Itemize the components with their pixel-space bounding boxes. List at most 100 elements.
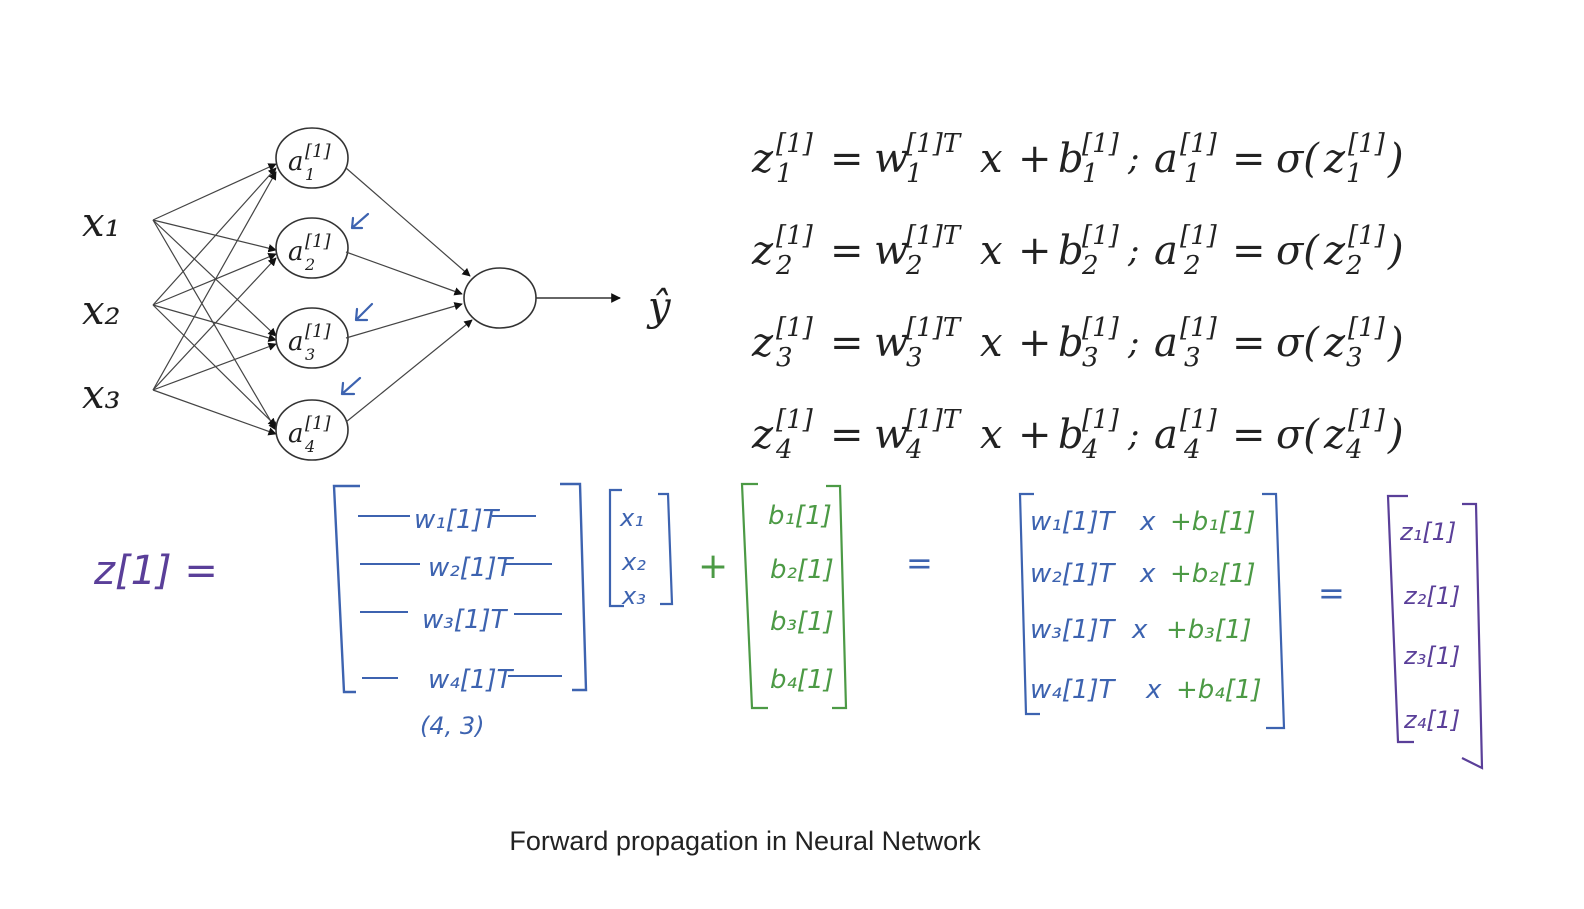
result-row-2-b: +b₂[1] [1170,559,1256,589]
eq-a-sub: 4 [1183,435,1201,465]
weight-matrix-brackets [332,482,588,694]
eq-sigma: σ( [1276,136,1320,182]
eq-z2-sup: [1] [1348,129,1386,159]
figure-caption: Forward propagation in Neural Network [509,826,981,856]
input-hidden-edges [152,163,277,436]
result-row-4-x: x [1145,675,1162,705]
eq-w-sub: 2 [905,251,923,281]
eq-sigma: σ( [1276,320,1320,366]
eq-z2: z [1323,228,1346,274]
bias-vector-brackets [740,482,848,710]
hidden-node-2-sup: [1] [305,231,331,252]
z-vector-2: z₂[1] [1403,582,1460,610]
eq-z2-sub: 2 [1345,251,1363,281]
input-label-x1: x₁ [82,200,121,246]
eq-b: b [1058,412,1084,458]
eq-equals: = [830,228,864,274]
eq-w-sub: 3 [906,343,923,373]
result-row-3: w₃[1]T x +b₃[1] [1030,615,1252,645]
weight-row-1: w₁[1]T [414,505,501,535]
weight-row-3: w₃[1]T [422,605,509,635]
eq-close-paren: ) [1387,228,1404,274]
hidden-output-edges [345,167,473,423]
eq-z: z [751,412,774,458]
weight-row-2: w₂[1]T [428,553,515,583]
result-row-4-b: +b₄[1] [1176,675,1262,705]
weight-row-4: w₄[1]T [428,665,515,695]
input-label-x3: x₃ [82,372,121,418]
eq-a-sup: [1] [1180,221,1218,251]
eq-semicolon: ; [1127,415,1139,455]
hand-equals-2: = [1318,574,1345,612]
eq-z-sup: [1] [776,405,814,435]
bias-2: b₂[1] [770,555,834,585]
eq-z-sub: 1 [776,159,793,189]
eq-z: z [751,320,774,366]
eq-a: a [1154,412,1178,458]
result-row-3-w: w₃[1]T [1030,615,1117,645]
eq-w: w [874,320,908,366]
eq-w-sup: [1]T [906,313,962,343]
eq-plus: + [1018,228,1052,274]
eq-a: a [1154,320,1178,366]
hidden-node-4-sub: 4 [304,437,315,456]
result-row-4: w₄[1]T x +b₄[1] [1030,675,1262,705]
result-row-1-b: +b₁[1] [1170,507,1256,537]
hand-plus: + [698,546,728,587]
eq-equals-2: = [1232,136,1266,182]
eq-b: b [1058,136,1084,182]
eq-a-sup: [1] [1180,129,1218,159]
x-vector-1: x₁ [619,504,644,532]
eq-a: a [1154,136,1178,182]
eq-w-sup: [1]T [906,221,962,251]
eq-equals: = [830,136,864,182]
eq-x: x [980,412,1003,458]
eq-a-sub: 3 [1184,343,1201,373]
bias-1: b₁[1] [768,501,832,531]
eq-x: x [980,320,1003,366]
z-vector-brackets [1386,494,1484,770]
eq-equals: = [830,320,864,366]
eq-w-sub: 4 [905,435,923,465]
eq-z2-sub: 1 [1346,159,1363,189]
blue-pointer-marks [340,212,374,396]
x-vector-brackets [608,488,674,608]
eq-w-sub: 1 [906,159,923,189]
hidden-node-1-base: a [288,147,304,177]
result-row-1: w₁[1]T x +b₁[1] [1030,507,1256,537]
eq-z: z [751,136,774,182]
eq-sigma: σ( [1276,228,1320,274]
hidden-node-2: a [1] 2 [275,217,349,279]
eq-semicolon: ; [1127,231,1139,271]
eq-sigma: σ( [1276,412,1320,458]
hidden-node-4-base: a [288,419,304,449]
eq-b-sup: [1] [1082,313,1120,343]
z-vector-1: z₁[1] [1399,518,1456,546]
weight-dims: (4, 3) [420,712,485,740]
eq-z-sub: 3 [776,343,793,373]
eq-b: b [1058,228,1084,274]
eq-b-sub: 2 [1081,251,1099,281]
eq-equals-2: = [1232,412,1266,458]
eq-b-sub: 3 [1082,343,1099,373]
eq-semicolon: ; [1127,323,1139,363]
input-label-x2: x₂ [82,288,121,334]
hand-lhs: z[1] = [93,548,218,594]
hidden-node-4-sup: [1] [305,413,331,434]
hidden-node-3-sub: 3 [305,345,315,364]
output-label-yhat: ŷ [646,284,672,330]
eq-b-sup: [1] [1082,405,1120,435]
hidden-node-3: a [1] 3 [275,307,349,369]
result-row-1-x: x [1139,507,1156,537]
eq-equals: = [830,412,864,458]
eq-b-sub: 1 [1082,159,1099,189]
z-vector-3: z₃[1] [1403,642,1460,670]
eq-z2-sup: [1] [1348,405,1386,435]
eq-w-sup: [1]T [906,405,962,435]
